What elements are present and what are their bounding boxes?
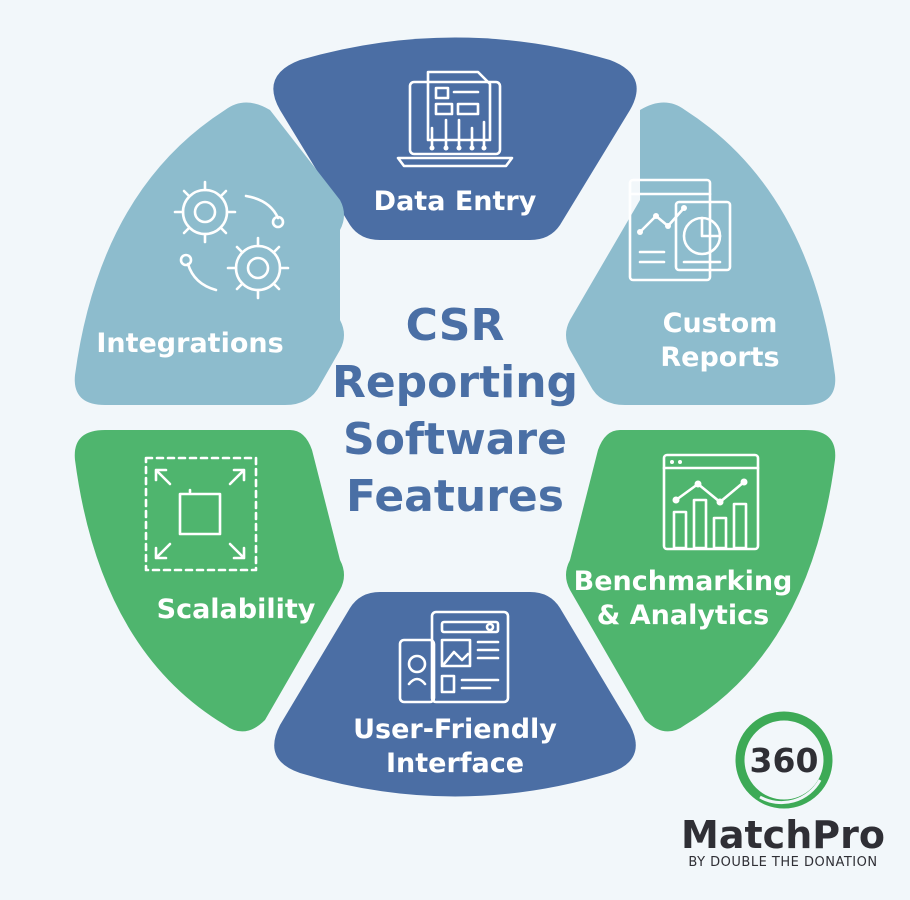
label-benchmarking-line: & Analytics xyxy=(597,600,769,631)
laptop-document-icon xyxy=(396,70,514,168)
label-custom-reports-line: Reports xyxy=(660,342,779,373)
segment-benchmarking xyxy=(566,430,836,732)
segment-user-friendly xyxy=(274,592,636,797)
center-title-line: CSR xyxy=(406,300,505,351)
label-benchmarking: Benchmarking& Analytics xyxy=(574,566,793,631)
label-data-entry: Data Entry xyxy=(374,186,537,217)
logo-number: 360 xyxy=(750,741,819,780)
label-data-entry-line: Data Entry xyxy=(374,186,537,217)
interface-layout-icon xyxy=(398,610,510,704)
report-chart-icon xyxy=(628,178,732,282)
bar-chart-icon xyxy=(662,453,760,551)
label-custom-reports-line: Custom xyxy=(663,308,778,339)
center-title-line: Features xyxy=(346,471,564,522)
label-integrations-line: Integrations xyxy=(96,328,283,359)
center-title-line: Software xyxy=(343,414,567,465)
logo-ring-gap xyxy=(759,779,822,805)
segment-integrations xyxy=(74,102,344,405)
center-title-line: Reporting xyxy=(332,357,578,408)
label-scalability-line: Scalability xyxy=(157,594,316,625)
segment-scalability xyxy=(74,430,344,732)
label-scalability: Scalability xyxy=(157,594,316,625)
logo-brand: MatchPro xyxy=(681,813,885,857)
label-integrations: Integrations xyxy=(96,328,283,359)
logo-tagline: BY DOUBLE THE DONATION xyxy=(688,855,877,870)
label-user-friendly-line: Interface xyxy=(386,748,524,779)
matchpro-logo: 360 MatchPro BY DOUBLE THE DONATION xyxy=(681,711,885,870)
expand-arrows-icon xyxy=(144,456,258,572)
label-benchmarking-line: Benchmarking xyxy=(574,566,793,597)
gears-icon xyxy=(173,180,290,300)
label-user-friendly-line: User-Friendly xyxy=(353,714,557,745)
